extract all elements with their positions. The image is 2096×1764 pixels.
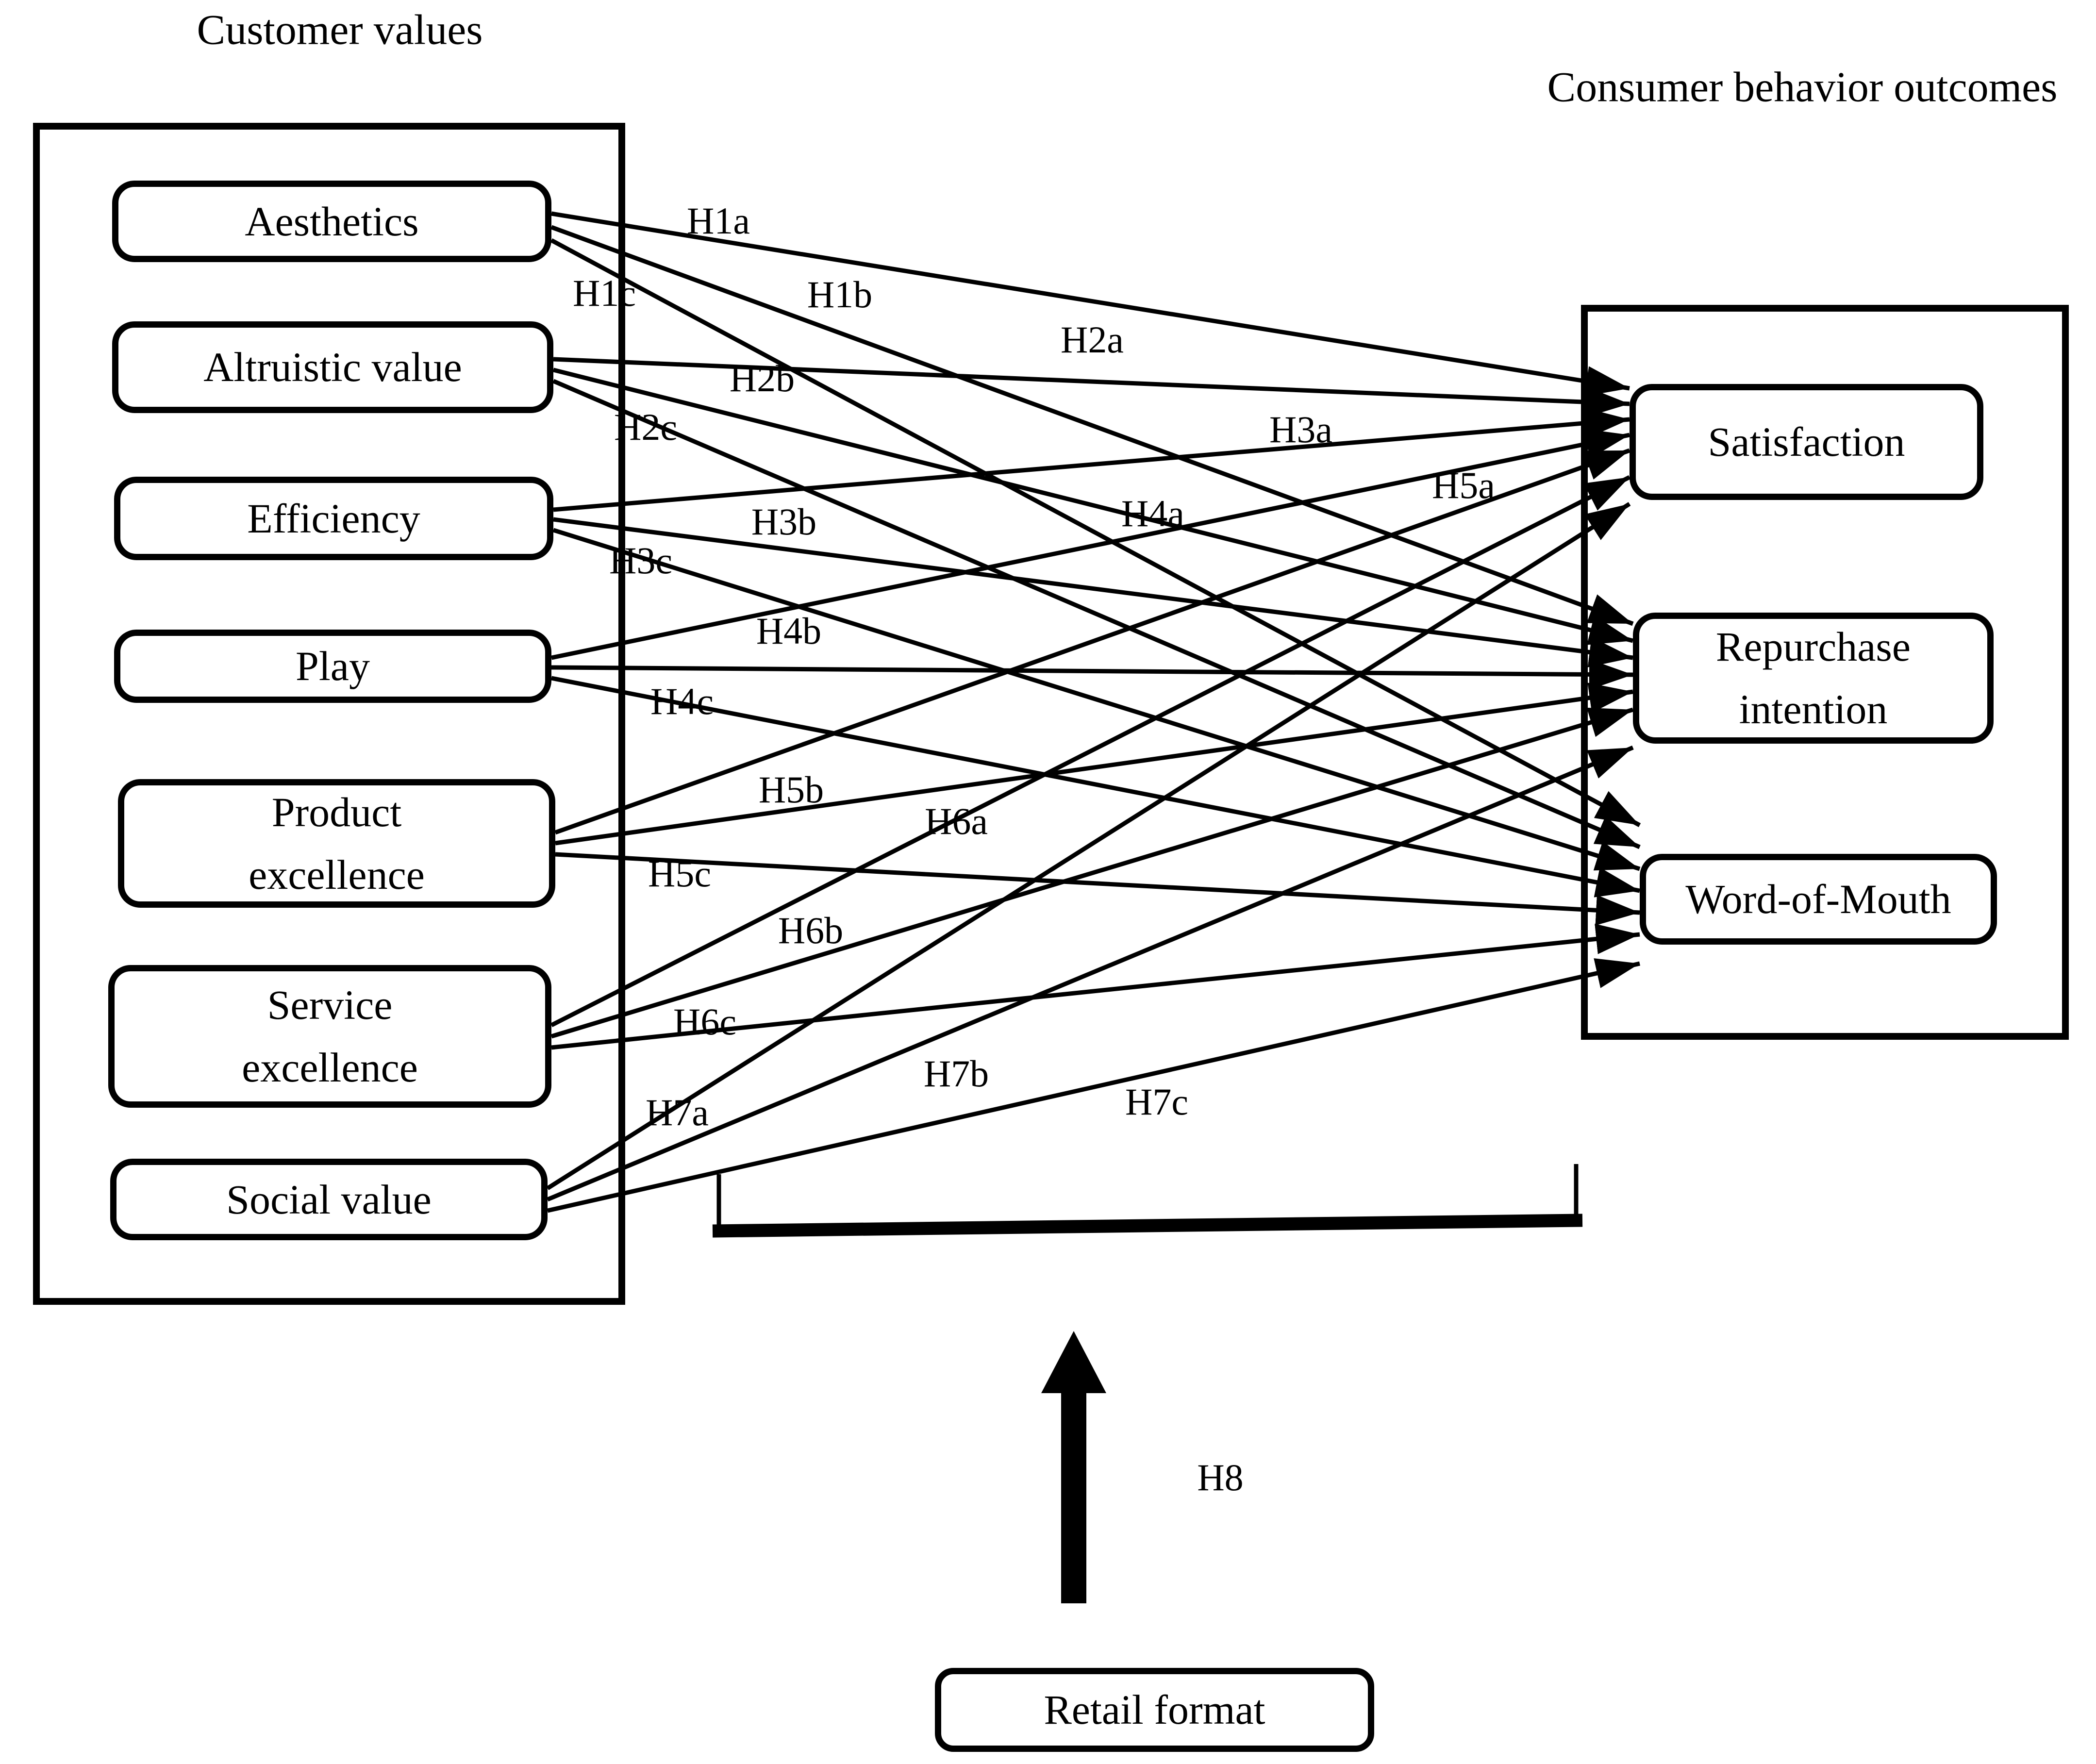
box-label: Play — [296, 643, 370, 689]
hypothesis-label-h3b: H3b — [751, 500, 817, 543]
consumer-behavior-outcomes-title: Consumer behavior outcomes — [1547, 64, 2058, 111]
edge-line-h3b — [553, 517, 1633, 667]
hypothesis-label-h2c: H2c — [614, 406, 677, 448]
bracket-bar — [712, 1214, 1583, 1238]
hypothesis-label-h1c: H1c — [573, 272, 636, 314]
edge-line-h3a — [553, 408, 1630, 512]
h8-label: H8 — [1197, 1456, 1244, 1498]
edge-line-h5c — [555, 852, 1640, 926]
outcome-box-word-of-mouth: Word-of-Mouth — [1640, 854, 1997, 945]
hypothesis-label-h6a: H6a — [925, 800, 988, 842]
edge-line-h7a — [546, 502, 1631, 1190]
edge-line-h5a — [554, 448, 1630, 835]
outcome-box-satisfaction: Satisfaction — [1630, 384, 1983, 500]
edge-line-h2b — [552, 367, 1634, 645]
box-label: Service — [267, 982, 393, 1028]
retail-format-box: Retail format — [935, 1668, 1374, 1752]
hypothesis-label-h5a: H5a — [1432, 464, 1495, 506]
edge-line-h7c — [547, 958, 1640, 1213]
edge-line-h6b — [550, 707, 1634, 1039]
box-label: Social value — [226, 1176, 432, 1223]
hypothesis-label-h5c: H5c — [648, 852, 711, 895]
box-label: excellence — [249, 851, 425, 898]
edge-line-h1b — [550, 225, 1634, 626]
edge-line-h4a — [551, 429, 1630, 660]
outcomes-group — [1581, 305, 2069, 1040]
edge-line-h5b — [555, 682, 1633, 846]
edge-line-h7b — [547, 745, 1634, 1202]
retail-format-label: Retail format — [1044, 1686, 1265, 1733]
hypothesis-label-h4b: H4b — [756, 610, 822, 652]
box-label: Altruistic value — [203, 344, 462, 390]
hypothesis-label-h4c: H4c — [650, 680, 714, 722]
value-box-efficiency: Efficiency — [114, 477, 553, 560]
box-label: Aesthetics — [245, 198, 419, 245]
edge-line-h2c — [552, 379, 1641, 849]
edge-line-h4b — [551, 659, 1633, 690]
box-label: Word-of-Mouth — [1685, 876, 1951, 922]
value-box-play: Play — [114, 630, 551, 703]
value-box-service-excellence: Service excellence — [108, 965, 551, 1108]
value-box-aesthetics: Aesthetics — [112, 181, 551, 262]
hypothesis-label-h1b: H1b — [807, 273, 873, 316]
value-box-altruistic-value: Altruistic value — [112, 321, 553, 413]
box-label: Efficiency — [247, 495, 420, 542]
outcome-box-repurchase-intention: Repurchase intention — [1633, 613, 1994, 744]
hypothesis-label-h7b: H7b — [923, 1052, 989, 1095]
edge-line-h2a — [553, 357, 1630, 417]
edge-line-h4c — [551, 676, 1640, 898]
edge-line-h1c — [550, 238, 1641, 827]
customer-values-title: Customer values — [197, 6, 483, 54]
h8-arrowhead-icon — [1041, 1331, 1106, 1393]
edge-line-h3c — [552, 528, 1641, 871]
box-label: Product — [271, 788, 402, 835]
box-label: Satisfaction — [1708, 418, 1905, 465]
hypothesis-label-h2a: H2a — [1061, 318, 1124, 361]
box-label: excellence — [242, 1044, 418, 1091]
value-box-product-excellence: Product excellence — [118, 779, 555, 908]
value-box-social-value: Social value — [110, 1159, 548, 1240]
h8-arrow-shaft — [1061, 1391, 1086, 1603]
edge-line-h6c — [551, 923, 1640, 1050]
hypothesis-label-h1a: H1a — [687, 200, 750, 242]
hypothesis-label-h5b: H5b — [758, 768, 824, 811]
hypothesis-label-h3c: H3c — [609, 539, 672, 582]
hypothesis-label-h6b: H6b — [778, 909, 844, 951]
hypothesis-label-h6c: H6c — [673, 1000, 736, 1043]
hypothesis-label-h3a: H3a — [1269, 408, 1332, 450]
hypothesis-label-h7c: H7c — [1125, 1081, 1188, 1123]
box-label: Repurchase — [1715, 623, 1911, 670]
edge-line-h6a — [550, 475, 1631, 1028]
customer-values-group — [33, 123, 625, 1305]
edge-line-h1a — [551, 211, 1630, 397]
hypothesis-label-h4a: H4a — [1121, 492, 1184, 534]
box-label: intention — [1739, 686, 1888, 732]
hypothesis-label-h7a: H7a — [646, 1091, 709, 1133]
hypothesis-label-h2b: H2b — [729, 357, 795, 399]
